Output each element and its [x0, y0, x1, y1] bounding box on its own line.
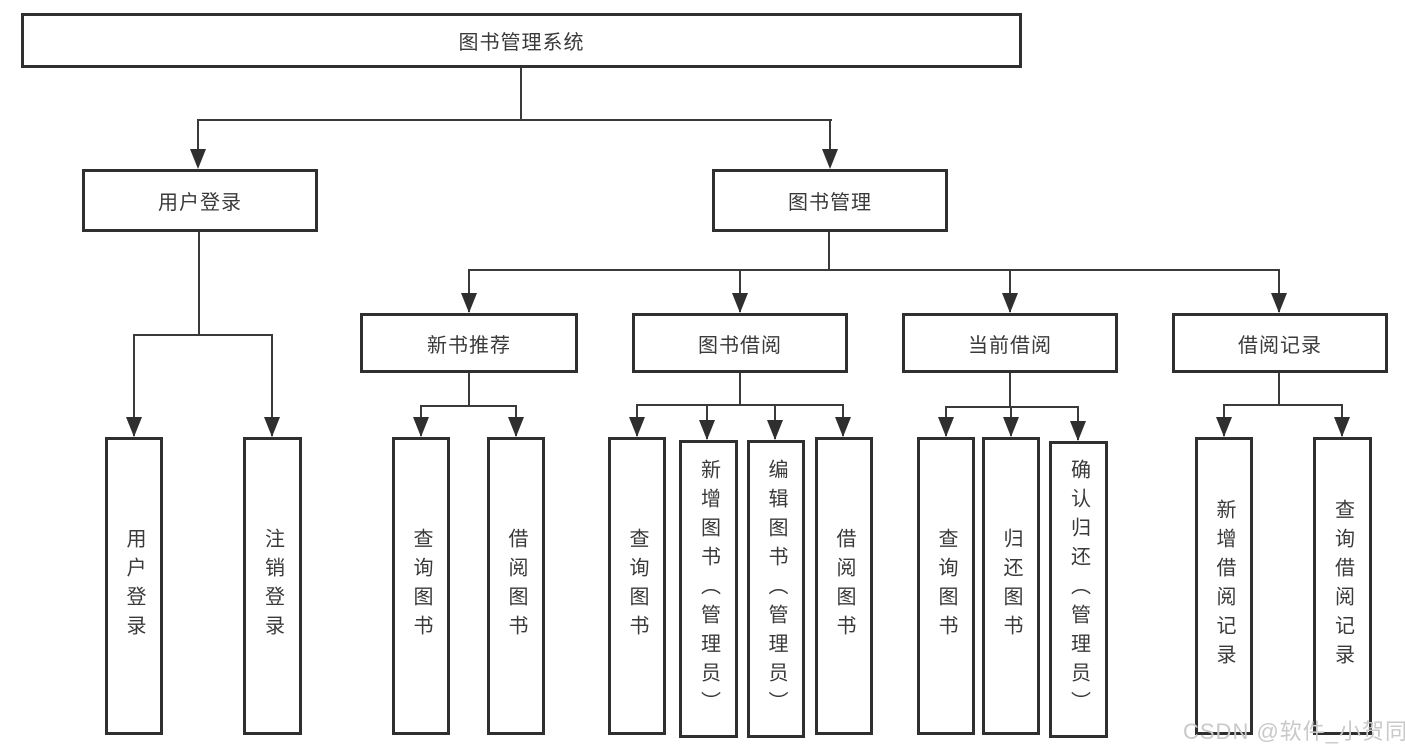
connector-to-leaf-logout — [271, 334, 273, 436]
arrowhead-icon — [732, 293, 748, 313]
arrowhead-icon — [699, 420, 715, 440]
leaf-label: 查询图书 — [410, 528, 432, 644]
connector-to-user-login — [197, 119, 199, 167]
connector-borrow-stem — [739, 373, 741, 406]
leaf-label: 确认归还（管理员） — [1067, 459, 1090, 720]
connector-root-stem — [520, 68, 522, 121]
leaf-label: 用户登录 — [123, 528, 145, 644]
leaf-user-login: 用户登录 — [105, 437, 163, 735]
csdn-watermark: CSDN @软件_小贺同学 — [1183, 719, 1405, 744]
arrowhead-icon — [1002, 293, 1018, 313]
leaf-borrow-query-books: 查询图书 — [608, 437, 666, 735]
connector-book-mgmt-hbar — [468, 269, 1280, 271]
node-new-book-recommend: 新书推荐 — [360, 313, 578, 373]
arrowhead-icon — [767, 420, 783, 440]
leaf-add-borrow-record: 新增借阅记录 — [1195, 437, 1253, 735]
connector-to-book-borrow — [739, 269, 741, 312]
node-borrow-records: 借阅记录 — [1172, 313, 1388, 373]
connector-root-hbar — [197, 119, 832, 121]
arrowhead-icon — [264, 417, 280, 437]
leaf-label: 注销登录 — [261, 528, 284, 644]
arrowhead-icon — [190, 149, 206, 169]
arrowhead-icon — [822, 149, 838, 169]
arrowhead-icon — [1216, 417, 1232, 437]
arrowhead-icon — [835, 417, 851, 437]
leaf-label: 查询图书 — [626, 528, 648, 644]
connector-newrec-stem — [468, 373, 470, 407]
leaf-newrec-borrow-books: 借阅图书 — [487, 437, 545, 735]
arrowhead-icon — [461, 293, 477, 313]
arrowhead-icon — [1334, 417, 1350, 437]
connector-book-mgmt-stem — [828, 232, 830, 271]
connector-to-borrow-records — [1278, 269, 1280, 312]
arrowhead-icon — [1003, 417, 1019, 437]
leaf-label: 借阅图书 — [833, 528, 855, 644]
leaf-current-query-books: 查询图书 — [917, 437, 975, 735]
node-user-login: 用户登录 — [82, 169, 318, 232]
leaf-query-borrow-record: 查询借阅记录 — [1313, 437, 1372, 735]
leaf-edit-book-admin: 编辑图书（管理员） — [747, 440, 805, 738]
arrowhead-icon — [1070, 421, 1086, 441]
connector-current-stem — [1009, 373, 1011, 408]
leaf-label: 查询图书 — [935, 528, 957, 644]
leaf-borrow-borrow-books: 借阅图书 — [815, 437, 873, 735]
leaf-label: 编辑图书（管理员） — [765, 458, 787, 720]
connector-newrec-hbar — [420, 405, 517, 407]
leaf-label: 查询借阅记录 — [1331, 499, 1354, 673]
leaf-return-book: 归还图书 — [982, 437, 1040, 735]
node-book-borrow: 图书借阅 — [632, 313, 848, 373]
connector-user-login-hbar — [133, 334, 273, 336]
leaf-label: 新增图书（管理员） — [697, 458, 720, 720]
leaf-label: 借阅图书 — [505, 528, 527, 644]
leaf-logout-login: 注销登录 — [243, 437, 302, 735]
connector-to-current-borrow — [1009, 269, 1011, 312]
connector-to-book-management — [829, 119, 831, 167]
connector-borrow-hbar — [636, 404, 844, 406]
connector-user-login-stem — [198, 232, 200, 336]
arrowhead-icon — [508, 417, 524, 437]
connector-to-leaf-user-login — [133, 334, 135, 436]
arrowhead-icon — [938, 417, 954, 437]
leaf-label: 归还图书 — [1000, 528, 1022, 644]
arrowhead-icon — [413, 417, 429, 437]
arrowhead-icon — [126, 417, 142, 437]
node-library-management-system: 图书管理系统 — [21, 13, 1022, 68]
leaf-newrec-query-books: 查询图书 — [392, 437, 450, 735]
connector-current-hbar — [945, 406, 1079, 408]
leaf-confirm-return-admin: 确认归还（管理员） — [1049, 441, 1108, 738]
connector-records-hbar — [1223, 404, 1343, 406]
node-book-management: 图书管理 — [712, 169, 948, 232]
connector-to-new-book — [468, 269, 470, 312]
connector-records-stem — [1278, 373, 1280, 406]
arrowhead-icon — [629, 417, 645, 437]
arrowhead-icon — [1271, 293, 1287, 313]
leaf-add-book-admin: 新增图书（管理员） — [679, 440, 738, 738]
leaf-label: 新增借阅记录 — [1213, 499, 1235, 673]
node-current-borrow: 当前借阅 — [902, 313, 1118, 373]
